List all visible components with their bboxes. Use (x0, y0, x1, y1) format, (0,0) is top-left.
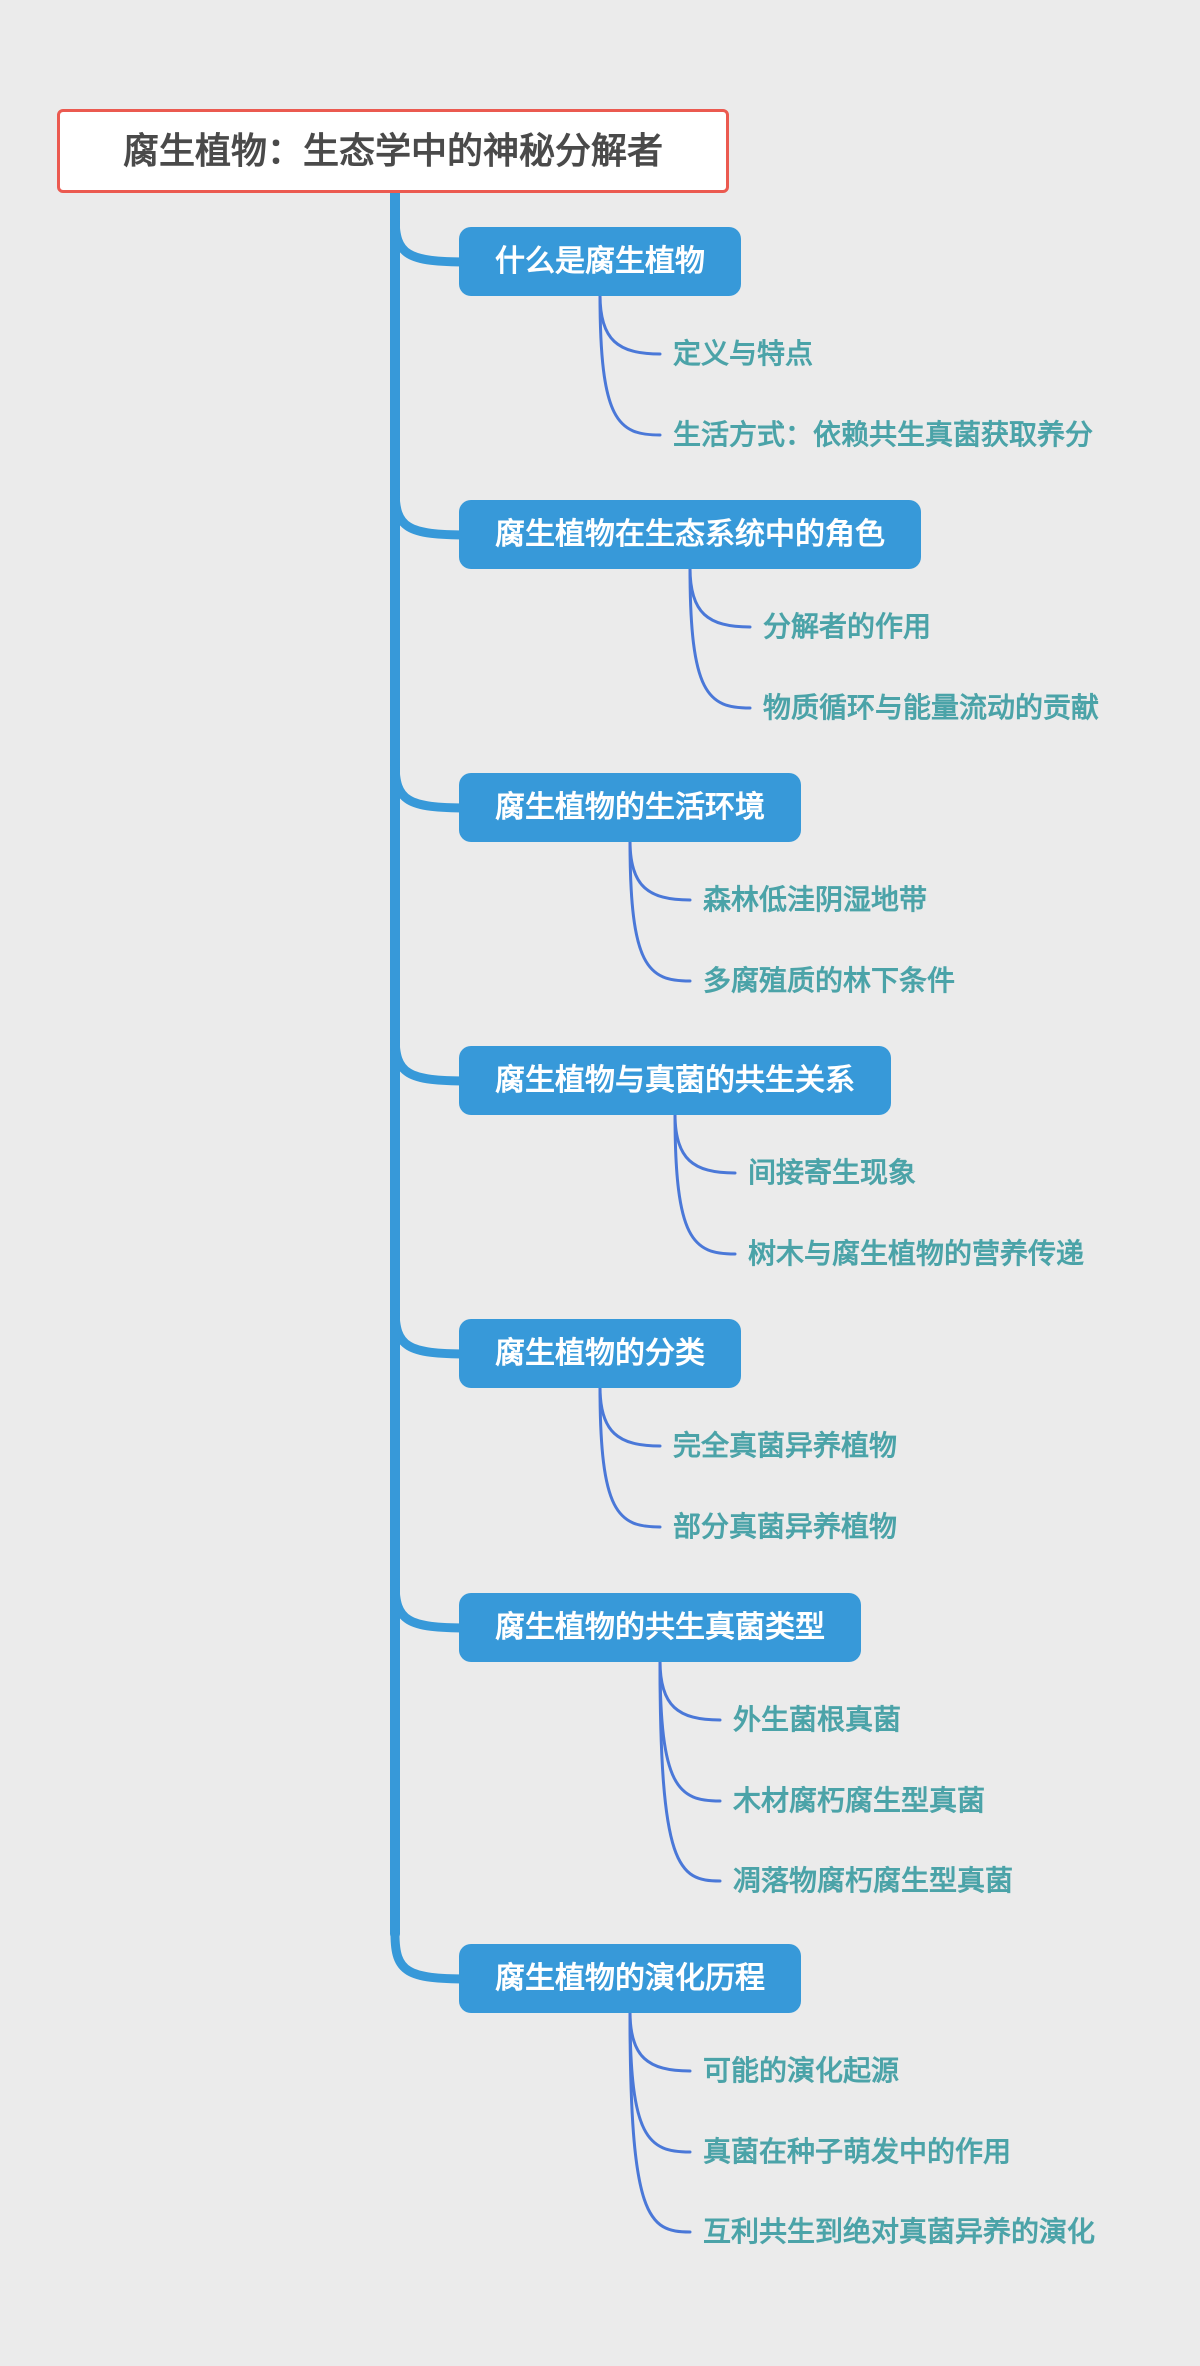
branch-connector (390, 1304, 473, 1359)
branch-node-label: 腐生植物的演化历程 (495, 1962, 765, 1995)
branch-node-label: 什么是腐生植物 (495, 245, 705, 278)
sub-connector (598, 293, 662, 356)
branch-node-label: 腐生植物在生态系统中的角色 (495, 518, 885, 551)
branch-node[interactable]: 腐生植物的演化历程 (459, 1944, 801, 2013)
sub-connector (628, 839, 692, 983)
sub-topic[interactable]: 分解者的作用 (763, 611, 932, 642)
sub-topic[interactable]: 木材腐朽腐生型真菌 (733, 1785, 986, 1816)
branch-node[interactable]: 腐生植物在生态系统中的角色 (459, 500, 921, 569)
branch-connector (390, 1578, 473, 1633)
sub-connector (658, 1659, 722, 1883)
sub-topic[interactable]: 外生菌根真菌 (733, 1704, 902, 1735)
branch-connector (390, 1031, 473, 1086)
sub-topic[interactable]: 凋落物腐朽腐生型真菌 (733, 1865, 1014, 1896)
branch-node-label: 腐生植物与真菌的共生关系 (495, 1064, 855, 1097)
sub-topic[interactable]: 定义与特点 (673, 338, 814, 369)
branch-node[interactable]: 腐生植物的分类 (459, 1319, 741, 1388)
branch-connector (390, 758, 473, 813)
sub-connector (598, 1385, 662, 1529)
branch-connector (390, 212, 473, 267)
root-node-label: 腐生植物：生态学中的神秘分解者 (122, 130, 663, 171)
branch-node[interactable]: 腐生植物的生活环境 (459, 773, 801, 842)
sub-topic[interactable]: 间接寄生现象 (748, 1157, 917, 1188)
sub-connector (628, 2010, 692, 2234)
sub-connector (628, 2010, 692, 2154)
sub-topic[interactable]: 树木与腐生植物的营养传递 (748, 1238, 1085, 1269)
sub-topic[interactable]: 互利共生到绝对真菌异养的演化 (703, 2216, 1096, 2247)
branch-node[interactable]: 腐生植物与真菌的共生关系 (459, 1046, 891, 1115)
sub-connector (598, 293, 662, 437)
sub-topic[interactable]: 物质循环与能量流动的贡献 (763, 692, 1100, 723)
sub-connector (628, 2010, 692, 2073)
sub-connector (673, 1112, 737, 1256)
sub-connector (598, 1385, 662, 1448)
sub-connector (688, 566, 752, 710)
branch-node[interactable]: 腐生植物的共生真菌类型 (459, 1593, 861, 1662)
branch-connector (390, 485, 473, 540)
root-node[interactable]: 腐生植物：生态学中的神秘分解者 (57, 109, 729, 193)
branch-connector (390, 1929, 473, 1984)
sub-topic[interactable]: 可能的演化起源 (703, 2055, 900, 2086)
sub-topic[interactable]: 真菌在种子萌发中的作用 (703, 2136, 1012, 2167)
branch-node-label: 腐生植物的共生真菌类型 (495, 1611, 825, 1644)
sub-connector (673, 1112, 737, 1175)
sub-connector (688, 566, 752, 629)
sub-topic[interactable]: 完全真菌异养植物 (673, 1430, 898, 1461)
sub-topic[interactable]: 多腐殖质的林下条件 (703, 965, 956, 996)
sub-topic[interactable]: 森林低洼阴湿地带 (703, 884, 928, 915)
branch-node-label: 腐生植物的生活环境 (495, 791, 765, 824)
sub-connector (658, 1659, 722, 1803)
sub-connector (658, 1659, 722, 1722)
sub-topic[interactable]: 生活方式：依赖共生真菌获取养分 (673, 419, 1094, 450)
sub-topic[interactable]: 部分真菌异养植物 (673, 1511, 898, 1542)
sub-connector (628, 839, 692, 902)
branch-node-label: 腐生植物的分类 (495, 1337, 705, 1370)
branch-node[interactable]: 什么是腐生植物 (459, 227, 741, 296)
